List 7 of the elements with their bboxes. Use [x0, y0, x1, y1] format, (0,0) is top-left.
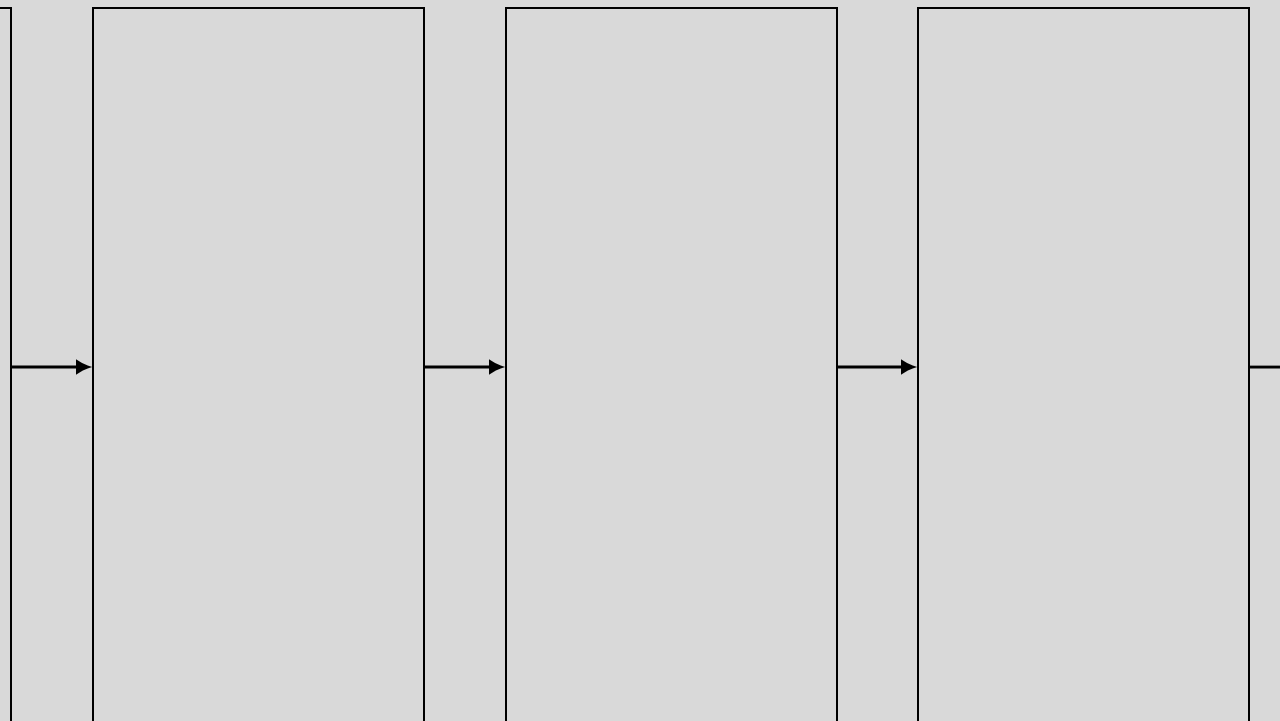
arrow	[12, 360, 89, 374]
arrow	[425, 360, 502, 374]
process-box	[505, 7, 838, 721]
arrow	[838, 360, 914, 374]
process-box	[0, 7, 12, 721]
process-box	[917, 7, 1250, 721]
process-box	[92, 7, 425, 721]
